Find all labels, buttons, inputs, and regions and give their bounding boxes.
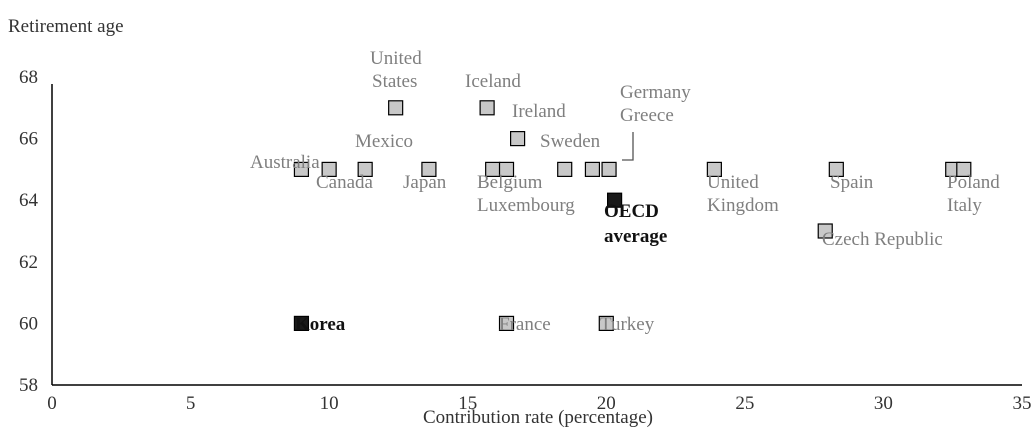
data-point — [601, 161, 617, 177]
data-point — [293, 315, 310, 331]
point-label: Spain — [830, 172, 874, 193]
y-axis-title: Retirement age — [8, 16, 124, 37]
germany-greece-leader-line — [622, 132, 634, 161]
data-point — [828, 161, 844, 177]
y-tick-label: 60 — [19, 313, 38, 334]
point-label: Greece — [620, 105, 674, 126]
data-point — [479, 100, 495, 116]
data-point — [421, 161, 437, 177]
point-label: Canada — [316, 172, 374, 193]
point-label: Italy — [947, 195, 982, 216]
point-label: Czech Republic — [822, 229, 943, 250]
x-tick-label: 20 — [597, 393, 616, 414]
point-label: Japan — [403, 172, 447, 193]
point-label: Germany — [620, 82, 691, 103]
x-tick-label: 5 — [186, 393, 196, 414]
data-point — [498, 315, 515, 331]
x-tick-label: 35 — [1013, 393, 1032, 414]
point-label: Mexico — [355, 131, 413, 152]
y-tick-label: 64 — [19, 190, 39, 211]
x-tick-label: 0 — [47, 393, 57, 414]
point-label: OECD — [604, 201, 659, 222]
point-label: United — [707, 172, 759, 193]
data-point — [706, 161, 722, 177]
x-tick-label: 25 — [735, 393, 754, 414]
point-label: Korea — [295, 314, 346, 335]
y-tick-label: 66 — [19, 129, 38, 150]
x-tick-label: 10 — [320, 393, 339, 414]
data-point — [817, 223, 833, 239]
point-label: Sweden — [540, 131, 601, 152]
data-point — [357, 161, 373, 177]
point-label: Luxembourg — [477, 195, 575, 216]
point-label: Belgium — [477, 172, 543, 193]
data-point — [557, 161, 573, 177]
point-label: States — [372, 71, 417, 92]
data-point — [293, 161, 310, 177]
x-axis-title: Contribution rate (percentage) — [423, 407, 653, 428]
data-point — [510, 131, 526, 147]
data-points — [293, 100, 972, 331]
data-point — [606, 192, 623, 208]
data-point — [956, 161, 972, 177]
x-tick-label: 15 — [458, 393, 477, 414]
data-point — [584, 161, 601, 177]
point-label: Ireland — [512, 101, 566, 122]
data-point — [321, 161, 337, 177]
point-label: United — [370, 48, 422, 69]
data-point — [498, 161, 515, 177]
x-tick-label: 30 — [874, 393, 893, 414]
x-tick-labels: 0 5 10 15 20 25 30 35 — [47, 393, 1031, 414]
data-point — [388, 100, 404, 116]
point-label: Poland — [947, 172, 1000, 193]
y-tick-label: 58 — [19, 375, 38, 396]
point-label: average — [604, 226, 667, 247]
point-label: Australia — [250, 152, 320, 173]
y-tick-label: 62 — [19, 252, 38, 273]
data-point — [598, 315, 614, 331]
point-label: Kingdom — [707, 195, 779, 216]
point-label: Turkey — [600, 314, 655, 335]
point-label: France — [499, 314, 551, 335]
y-tick-labels: 58 60 62 64 66 68 — [19, 67, 39, 396]
y-tick-label: 68 — [19, 67, 38, 88]
point-labels: AustraliaCanadaMexicoUnitedStatesJapanIc… — [250, 48, 1000, 335]
point-label: Iceland — [465, 71, 521, 92]
